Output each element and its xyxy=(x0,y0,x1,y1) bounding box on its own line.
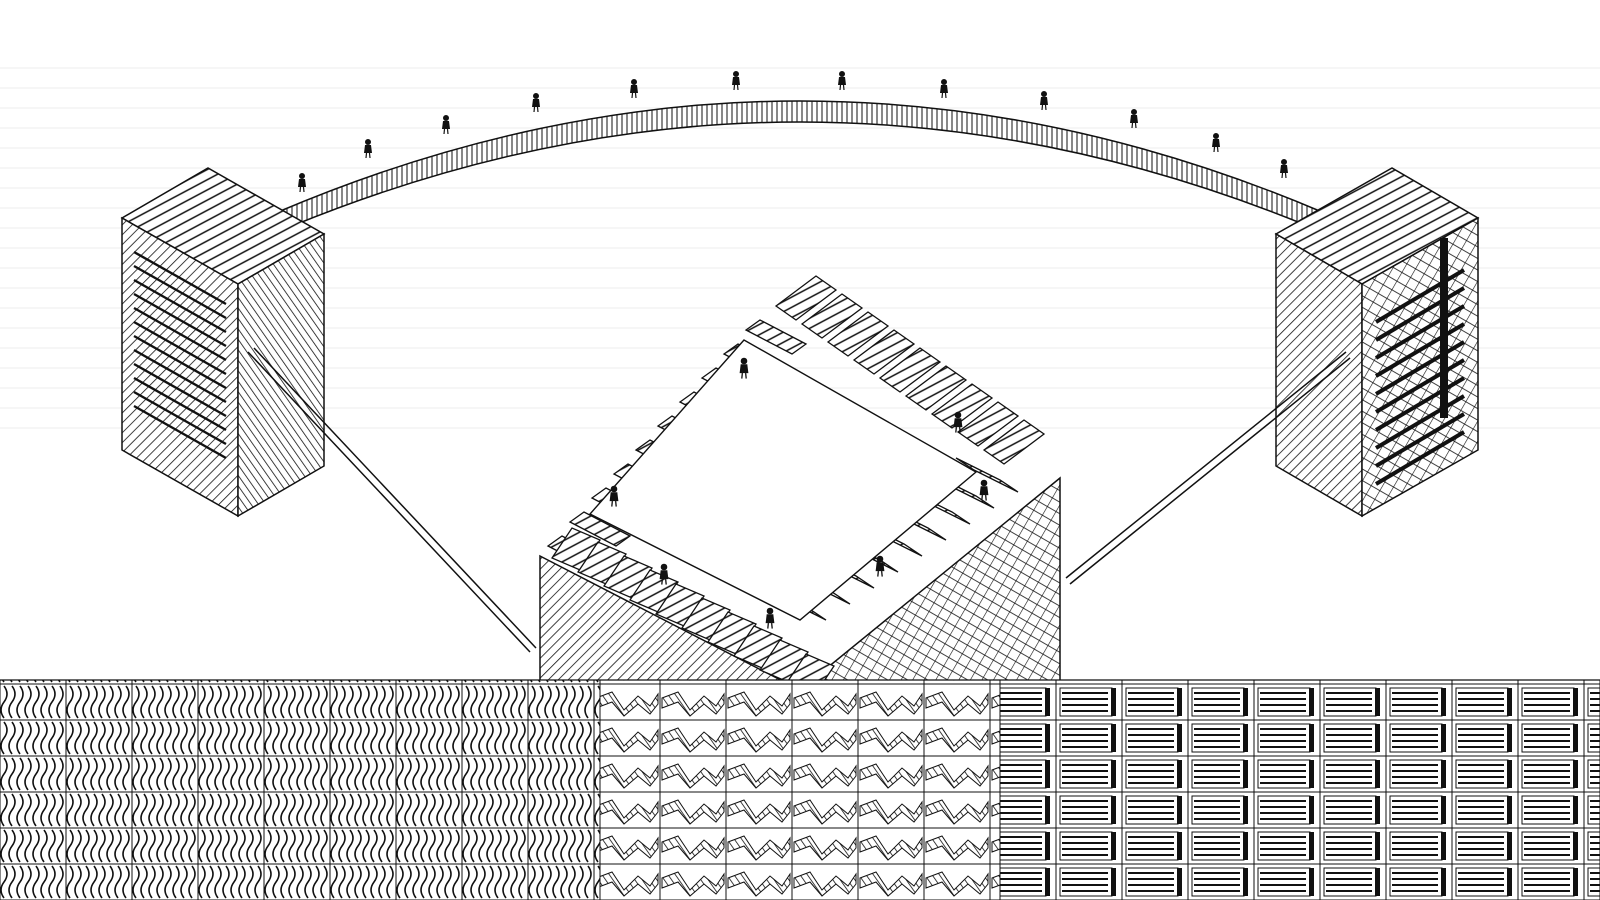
stair-step[interactable] xyxy=(707,611,757,655)
stair-step[interactable] xyxy=(800,293,864,339)
stair-step[interactable] xyxy=(982,419,1046,465)
tower-left[interactable] xyxy=(120,167,326,518)
stair-step[interactable] xyxy=(955,457,1019,493)
person-icon xyxy=(1130,109,1138,129)
person-icon xyxy=(1212,133,1220,153)
zipline-right xyxy=(1065,351,1351,585)
stair-step[interactable] xyxy=(551,527,601,571)
person-icon xyxy=(442,115,450,135)
stair-step[interactable] xyxy=(744,319,808,355)
person-icon xyxy=(609,485,619,507)
person-icon xyxy=(940,79,948,99)
person-icon xyxy=(979,479,989,501)
stair-step[interactable] xyxy=(956,401,1020,447)
wave-tiles xyxy=(0,679,601,900)
person-icon xyxy=(953,411,963,433)
stair-step[interactable] xyxy=(568,511,632,547)
arc-bridge xyxy=(276,100,1324,227)
striped-slab-tiles xyxy=(999,679,1600,900)
stair-step[interactable] xyxy=(826,311,890,357)
person-icon xyxy=(659,563,669,585)
stair-step[interactable] xyxy=(603,555,653,599)
tower-right[interactable] xyxy=(1274,167,1480,518)
person-icon xyxy=(1040,91,1048,111)
stair-step[interactable] xyxy=(878,347,942,393)
stair-step[interactable] xyxy=(733,625,783,669)
person-icon xyxy=(838,71,846,91)
stair-step[interactable] xyxy=(655,583,705,627)
zigzag-tiles xyxy=(599,679,1001,900)
stair-step[interactable] xyxy=(577,541,627,585)
stair-step[interactable] xyxy=(852,329,916,375)
person-icon xyxy=(1280,159,1288,179)
stair-step[interactable] xyxy=(930,383,994,429)
person-icon xyxy=(765,607,775,629)
person-icon xyxy=(732,71,740,91)
stair-step[interactable] xyxy=(759,639,809,683)
person-icon xyxy=(298,173,306,193)
person-icon xyxy=(532,93,540,113)
penrose-staircase[interactable] xyxy=(539,275,1061,697)
person-icon xyxy=(739,357,749,379)
bridge-people xyxy=(298,71,1288,193)
stair-step[interactable] xyxy=(904,365,968,411)
stair-step[interactable] xyxy=(681,597,731,641)
person-icon xyxy=(364,139,372,159)
zipline-left xyxy=(247,347,537,653)
person-icon xyxy=(875,555,885,577)
stair-step[interactable] xyxy=(774,275,838,321)
stair-people xyxy=(609,357,989,629)
tile-floor xyxy=(0,679,1600,900)
person-icon xyxy=(630,79,638,99)
